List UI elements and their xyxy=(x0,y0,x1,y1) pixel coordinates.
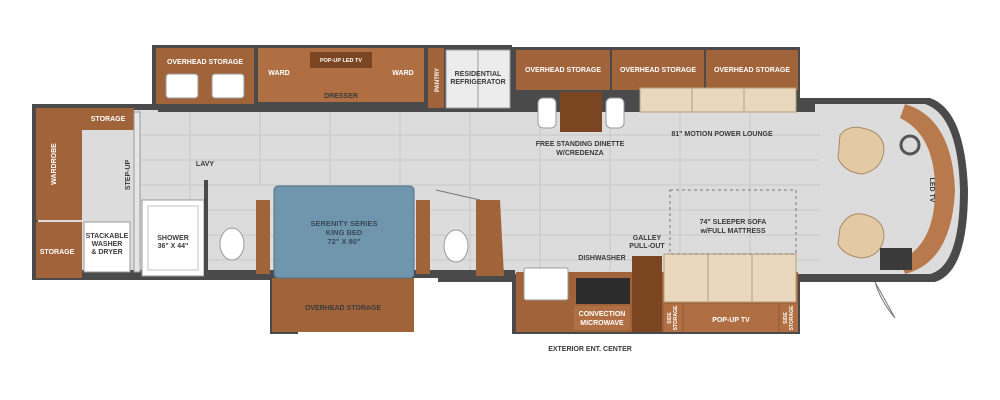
washer-dryer-unit xyxy=(83,221,131,273)
residential-refrigerator-label-1: RESIDENTIAL xyxy=(455,71,502,78)
bath-wall xyxy=(204,180,208,278)
lavy-sink-right xyxy=(211,73,245,99)
bed-label-1: SERENITY SERIES xyxy=(311,219,378,228)
shower-pan xyxy=(147,205,199,271)
steering-wheel xyxy=(899,134,921,156)
ward-right-cabinet xyxy=(382,48,424,102)
side-storage-left-label-1: SIDE xyxy=(667,312,673,324)
dinette-table xyxy=(560,92,602,132)
motion-lounge-label: 81" MOTION POWER LOUNGE xyxy=(671,131,773,138)
washer-dryer-label-1: STACKABLE xyxy=(86,233,129,240)
wardrobe-cabinet xyxy=(36,108,82,220)
sleeper-sofa-label-2: w/FULL MATTRESS xyxy=(699,228,765,235)
sleeper-sofa xyxy=(663,253,797,303)
popup-led-tv-label: POP-UP LED TV xyxy=(320,58,362,64)
overhead-storage-2-cabinet xyxy=(612,50,704,90)
convection-label-1: CONVECTION xyxy=(579,311,626,318)
sleeper-sofa-label-1: 74" SLEEPER SOFA xyxy=(700,219,767,226)
exterior-ent-center-label: EXTERIOR ENT. CENTER xyxy=(548,346,632,353)
dresser-label: DRESSER xyxy=(324,93,358,100)
lavy-label: LAVY xyxy=(196,161,214,168)
overhead-storage-3-cabinet xyxy=(706,50,798,90)
wardrobe-label: WARDROBE xyxy=(51,143,58,185)
overhead-storage-1-cabinet xyxy=(516,50,610,90)
overhead-storage-3-label: OVERHEAD STORAGE xyxy=(714,67,790,74)
bed-nightstand-right xyxy=(416,200,430,274)
bed-label-2: KING BED xyxy=(326,228,363,237)
galley-sink xyxy=(523,267,569,301)
passenger-seat xyxy=(837,213,885,259)
dinette-label-1: FREE STANDING DINETTE xyxy=(536,141,625,148)
shower-label-2: 36" X 44" xyxy=(158,243,189,250)
toilet-rear xyxy=(219,227,245,261)
popup-tv-label: POP-UP TV xyxy=(712,317,750,324)
dinette-chair-right xyxy=(605,97,625,129)
bed-nightstand-left xyxy=(256,200,270,274)
motion-lounge-sofa xyxy=(639,87,797,113)
pantry-cabinet xyxy=(428,48,444,108)
galley-pullout xyxy=(632,256,662,332)
washer-dryer-label-3: & DRYER xyxy=(91,249,122,256)
lavy-sink-left xyxy=(165,73,199,99)
bedroom-slide-bottom xyxy=(272,278,414,332)
convection-label-2: MICROWAVE xyxy=(580,320,624,327)
driver-seat xyxy=(837,126,885,175)
storage-bottom-cabinet xyxy=(36,222,82,278)
storage-top-cabinet xyxy=(82,108,134,130)
entry-step xyxy=(880,248,912,270)
mid-bath-vanity xyxy=(476,200,504,276)
dash xyxy=(900,104,955,274)
entry-door xyxy=(874,281,896,319)
king-bed xyxy=(273,185,415,279)
sleeper-mattress-outline xyxy=(669,189,797,255)
overhead-storage-1-label: OVERHEAD STORAGE xyxy=(525,67,601,74)
dinette-label-2: W/CREDENZA xyxy=(556,150,603,157)
bed-label-3: 72" X 80" xyxy=(328,237,361,246)
storage-bottom-label: STORAGE xyxy=(40,249,75,256)
residential-refrigerator-label-2: REFRIGERATOR xyxy=(450,79,505,86)
dishwasher-label: DISHWASHER xyxy=(578,255,625,262)
side-storage-right-label-2: STORAGE xyxy=(789,305,795,330)
microwave-cabinet xyxy=(574,306,630,330)
led-tv-label: LED TV xyxy=(928,178,935,203)
toilet-mid xyxy=(443,229,469,263)
popup-tv-cabinet xyxy=(684,304,778,332)
cooktop xyxy=(576,278,630,304)
shower xyxy=(141,199,205,277)
side-storage-right-label-1: SIDE xyxy=(783,312,789,324)
side-storage-left-label-2: STORAGE xyxy=(673,305,679,330)
step-up xyxy=(133,111,141,273)
shower-label-1: SHOWER xyxy=(157,235,189,242)
overhead-storage-2-label: OVERHEAD STORAGE xyxy=(620,67,696,74)
ward-right-label: WARD xyxy=(392,70,413,77)
overhead-storage-rear-label: OVERHEAD STORAGE xyxy=(167,59,243,66)
galley-label-1: GALLEY xyxy=(633,235,662,242)
galley-label-2: PULL-OUT xyxy=(629,243,665,250)
washer-dryer-label-2: WASHER xyxy=(92,241,123,248)
ward-left-cabinet xyxy=(258,48,300,102)
side-storage-right-cabinet xyxy=(780,304,798,332)
step-up-label: STEP-UP xyxy=(125,160,132,191)
pantry-label: PANTRY xyxy=(435,68,441,92)
mid-bath-door xyxy=(435,189,481,201)
overhead-storage-bedroom-label: OVERHEAD STORAGE xyxy=(305,305,381,312)
side-storage-left-cabinet xyxy=(664,304,682,332)
dinette-chair-left xyxy=(537,97,557,129)
ward-left-label: WARD xyxy=(268,70,289,77)
popup-tv-box xyxy=(310,52,372,68)
storage-top-label: STORAGE xyxy=(91,116,126,123)
